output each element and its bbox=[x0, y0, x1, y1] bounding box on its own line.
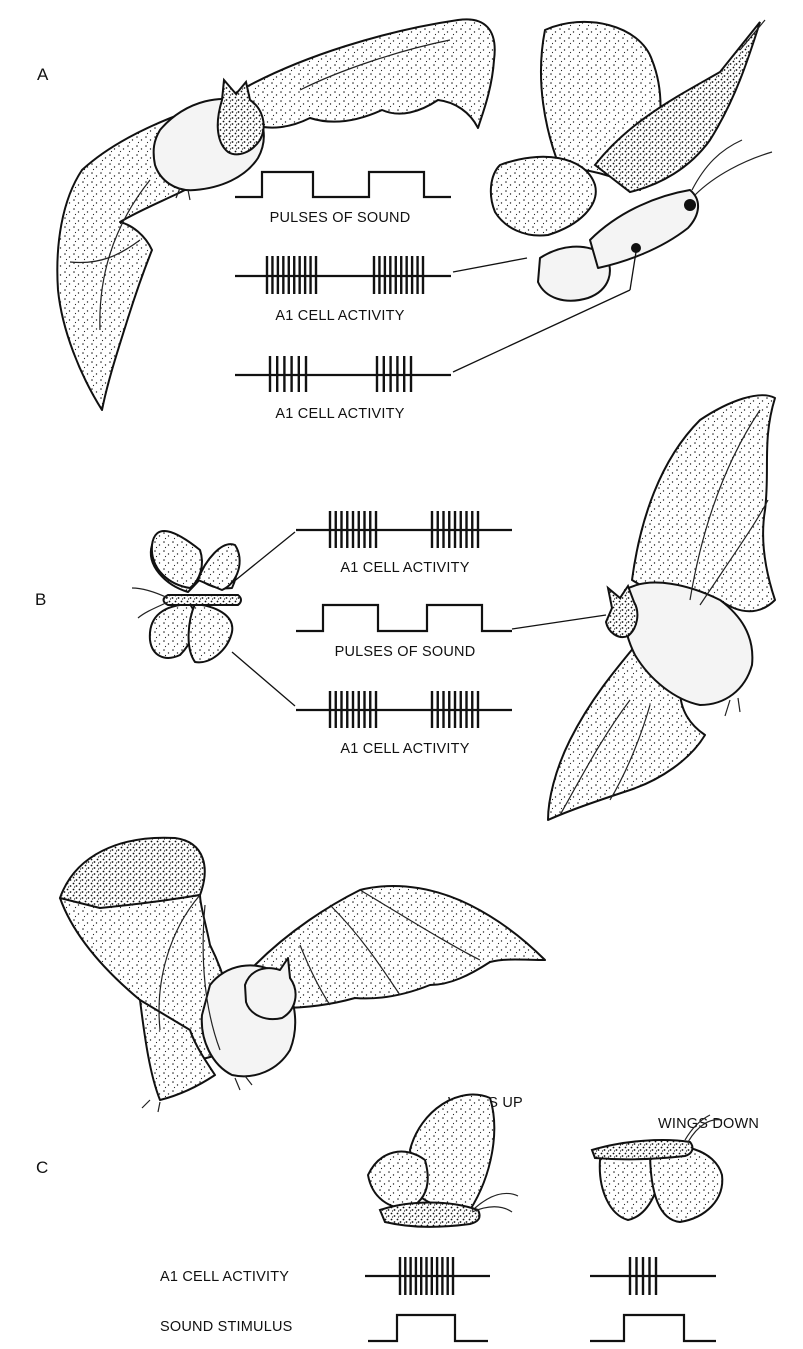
sound-pulses-trace-b: PULSES OF SOUND bbox=[296, 605, 512, 660]
activity-trace-b1: A1 CELL ACTIVITY bbox=[296, 511, 512, 576]
spike-burst bbox=[330, 511, 376, 548]
panel-b-letter: B bbox=[35, 590, 46, 609]
bat-illustration-b bbox=[548, 395, 775, 820]
panel-a-letter: A bbox=[37, 65, 49, 84]
sound-stimulus-wings-up bbox=[368, 1315, 488, 1341]
moth-a-lower-wing bbox=[491, 157, 596, 236]
connector-line bbox=[453, 258, 527, 272]
connector-line bbox=[232, 652, 295, 706]
moth-up-body bbox=[380, 1203, 480, 1227]
moth-illustration-b bbox=[132, 531, 241, 662]
moth-a-ear bbox=[631, 243, 641, 253]
moth-b-antenna-1 bbox=[132, 588, 168, 598]
activity-trace-a2: A1 CELL ACTIVITY bbox=[235, 356, 451, 422]
sound-pulses-label: PULSES OF SOUND bbox=[270, 210, 411, 226]
connector-line bbox=[232, 532, 295, 583]
moth-down-body bbox=[592, 1140, 692, 1159]
panel-c: C WINGS UP WINGS DOWN A1 CELL ACTIVITY S… bbox=[36, 838, 759, 1341]
bat-a-right-wing bbox=[232, 19, 495, 128]
sound-stimulus-wings-down bbox=[590, 1315, 716, 1341]
activity-label: A1 CELL ACTIVITY bbox=[275, 308, 404, 324]
connector-line bbox=[512, 615, 606, 629]
activity-label: A1 CELL ACTIVITY bbox=[340, 560, 469, 576]
spike-burst bbox=[432, 691, 478, 728]
activity-label: A1 CELL ACTIVITY bbox=[340, 741, 469, 757]
moth-b-right-hindwing bbox=[189, 604, 233, 662]
spike-burst bbox=[330, 691, 376, 728]
moth-illustration-a bbox=[491, 20, 772, 301]
activity-trace-a1: A1 CELL ACTIVITY bbox=[235, 256, 451, 324]
activity-trace-wings-down bbox=[590, 1257, 716, 1295]
sound-pulse-waveform bbox=[296, 605, 512, 631]
connector-line bbox=[453, 290, 630, 372]
bat-illustration-c bbox=[60, 838, 545, 1112]
moth-wings-up-illustration bbox=[368, 1095, 518, 1227]
panel-b: B A1 CELL A bbox=[35, 395, 775, 820]
wings-down-label: WINGS DOWN bbox=[658, 1116, 759, 1132]
panel-c-letter: C bbox=[36, 1158, 48, 1177]
panel-a: A PULSES OF SOUND bbox=[37, 19, 772, 422]
moth-b-body bbox=[164, 595, 242, 605]
sound-stimulus-row-label: SOUND STIMULUS bbox=[160, 1319, 293, 1335]
sound-pulses-trace-a: PULSES OF SOUND bbox=[235, 172, 451, 226]
moth-b-left-forewing bbox=[152, 531, 202, 588]
moth-up-antenna-1 bbox=[475, 1193, 518, 1208]
moth-a-thorax bbox=[590, 190, 698, 268]
activity-trace-b2: A1 CELL ACTIVITY bbox=[296, 691, 512, 757]
sound-pulses-label: PULSES OF SOUND bbox=[335, 644, 476, 660]
moth-a-antenna-1 bbox=[695, 152, 772, 195]
activity-label: A1 CELL ACTIVITY bbox=[275, 406, 404, 422]
bat-b-upper-wing bbox=[632, 395, 775, 611]
bat-b-foot bbox=[725, 698, 740, 716]
moth-a-eye bbox=[684, 199, 696, 211]
bat-c-right-wing bbox=[255, 886, 545, 1008]
spike-burst bbox=[432, 511, 478, 548]
activity-trace-wings-up bbox=[365, 1257, 490, 1295]
sound-pulse-waveform bbox=[235, 172, 451, 197]
activity-row-label: A1 CELL ACTIVITY bbox=[160, 1269, 289, 1285]
moth-up-hindwing bbox=[368, 1152, 428, 1209]
